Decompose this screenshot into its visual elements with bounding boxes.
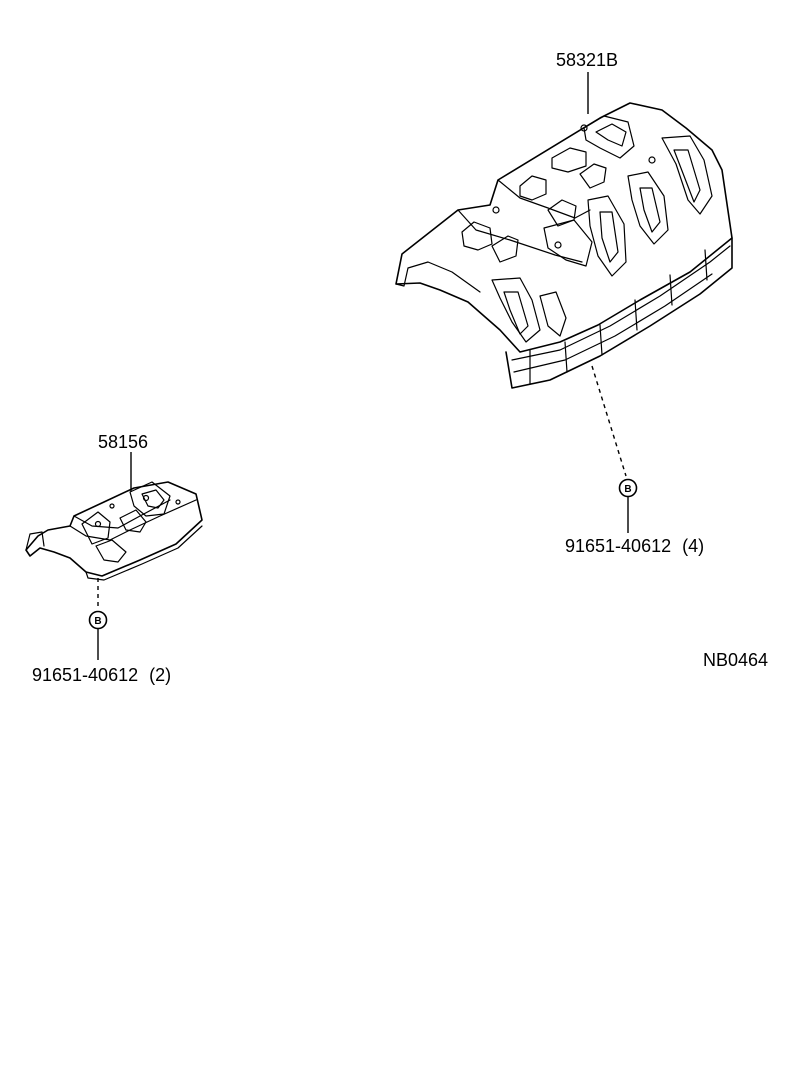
part-label-58321b: 58321B	[556, 50, 618, 70]
fastener-symbol-letter-left: B	[94, 616, 101, 627]
fastener-quantity-left: (2)	[149, 665, 171, 685]
fastener-part-number-left: 91651-40612	[32, 665, 138, 685]
large-heat-shield[interactable]	[395, 102, 733, 389]
fastener-symbol-letter-right: B	[624, 484, 631, 495]
fastener-symbol-right[interactable]: B	[618, 478, 638, 498]
fastener-label-right: 91651-40612 (4)	[565, 536, 704, 556]
fastener-symbol-left[interactable]: B	[88, 610, 108, 630]
bolt-circle-icon	[88, 610, 108, 630]
fastener-dashed-line-right	[591, 365, 627, 477]
small-heat-shield[interactable]	[25, 481, 203, 581]
part-label-58156: 58156	[98, 432, 148, 452]
fastener-part-number-right: 91651-40612	[565, 536, 671, 556]
diagram-code: NB0464	[703, 650, 768, 670]
fastener-quantity-right: (4)	[682, 536, 704, 556]
bolt-circle-icon	[618, 478, 638, 498]
fastener-label-left: 91651-40612 (2)	[32, 665, 171, 685]
